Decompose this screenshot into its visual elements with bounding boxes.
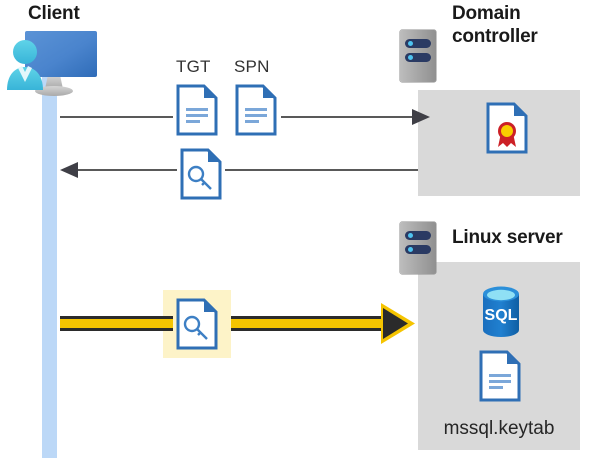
server-bar	[405, 231, 431, 240]
server-led-icon	[408, 55, 413, 60]
domain-controller-server-icon	[400, 30, 436, 82]
arrow-client-to-linux	[60, 303, 415, 344]
client-workstation-icon	[4, 28, 104, 100]
key-document-icon	[176, 298, 218, 350]
domain-controller-title: Domain controller	[452, 3, 538, 47]
server-bar	[405, 39, 431, 48]
keytab-document-icon	[479, 350, 521, 402]
server-led-icon	[408, 247, 413, 252]
tgt-document-icon	[176, 84, 218, 136]
arrowhead-left-client	[60, 162, 78, 178]
tgt-label: TGT	[176, 57, 211, 76]
key-document-icon	[180, 148, 222, 200]
client-title: Client	[28, 3, 80, 24]
client-lifeline	[42, 60, 57, 458]
spn-document-icon	[235, 84, 277, 136]
keytab-filename-label: mssql.keytab	[443, 418, 555, 439]
server-led-icon	[408, 41, 413, 46]
sql-database-icon: SQL	[477, 284, 525, 340]
svg-text:SQL: SQL	[485, 307, 518, 324]
linux-server-icon	[400, 222, 436, 274]
server-bar	[405, 53, 431, 62]
spn-label: SPN	[234, 57, 270, 76]
server-led-icon	[408, 233, 413, 238]
certificate-document-icon	[486, 102, 528, 154]
server-bar	[405, 245, 431, 254]
linux-server-title: Linux server	[452, 227, 563, 248]
